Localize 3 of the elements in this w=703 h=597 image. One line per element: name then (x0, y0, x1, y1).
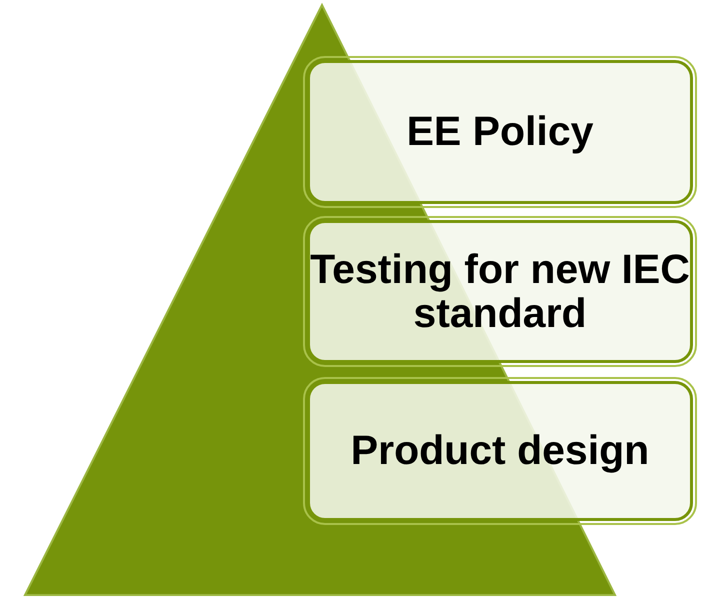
level-label: EE Policy (406, 110, 594, 154)
level-label: Product design (350, 429, 650, 473)
level-label: Testing for new IEC standard (310, 248, 690, 335)
